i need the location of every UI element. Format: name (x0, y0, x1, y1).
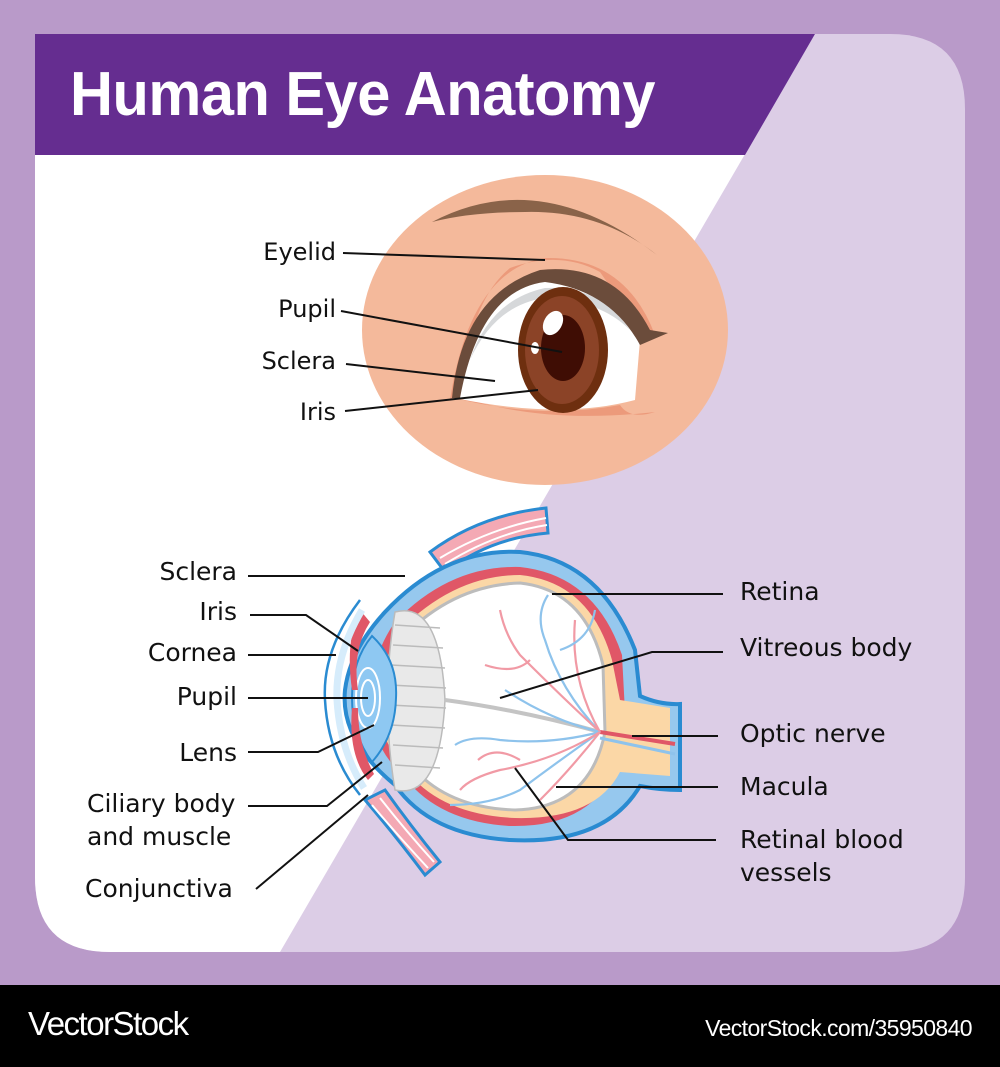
eyelash-line (452, 269, 668, 398)
cornea (323, 599, 361, 796)
label-ciliary-line1: Ciliary body (87, 789, 236, 818)
label-cornea: Cornea (147, 638, 237, 667)
footer-image-ref: VectorStock.com/35950840 (705, 1015, 972, 1041)
label-retinal-line2: vessels (740, 857, 832, 887)
label-iris-external: Iris (299, 398, 336, 426)
label-ciliary-body: Ciliary body and muscle (87, 788, 235, 853)
label-vitreous-body: Vitreous body (740, 633, 913, 662)
label-eyelid: Eyelid (263, 238, 336, 266)
label-macula: Macula (740, 772, 829, 801)
diagram-artwork (35, 34, 965, 952)
eyebrow (432, 199, 657, 255)
footer-brand: VectorStock (28, 1005, 189, 1042)
label-lens: Lens (179, 738, 237, 767)
label-retinal-blood-vessels: Retinal blood vessels (740, 824, 904, 889)
label-ciliary-line2: and muscle (87, 821, 232, 851)
cross-section-leader-lines (248, 575, 723, 890)
page-title: Human Eye Anatomy (70, 60, 655, 129)
label-optic-nerve: Optic nerve (740, 719, 886, 748)
external-eye-leader-lines (340, 252, 563, 412)
label-iris: Iris (199, 597, 237, 626)
label-pupil: Pupil (176, 682, 237, 711)
external-eye-illustration (362, 175, 728, 485)
label-sclera-external: Sclera (261, 347, 336, 375)
label-conjunctiva: Conjunctiva (85, 874, 233, 903)
footer-watermark-bar: VectorStock VectorStock.com/35950840 (0, 985, 1000, 1067)
retinal-blood-vessels (449, 594, 601, 807)
label-retina: Retina (740, 577, 820, 606)
label-retinal-line1: Retinal blood (740, 825, 904, 854)
title-band (35, 34, 815, 155)
infographic: Human Eye Anatomy Eyelid Pupil Sclera Ir… (35, 34, 965, 952)
label-sclera: Sclera (159, 557, 237, 586)
title-banner: Human Eye Anatomy (35, 34, 679, 155)
label-pupil-external: Pupil (278, 295, 336, 323)
eye-cross-section-illustration (323, 506, 682, 878)
